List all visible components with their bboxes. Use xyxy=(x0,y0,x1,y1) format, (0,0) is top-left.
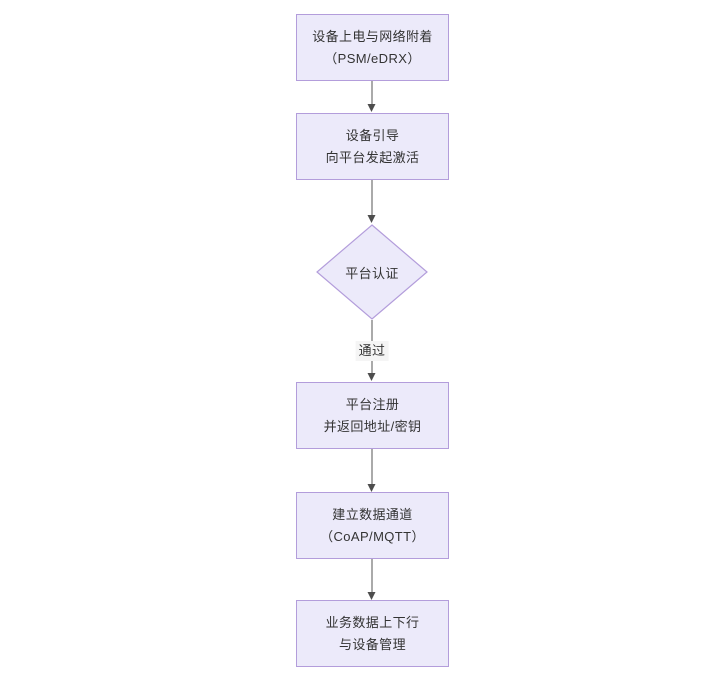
flow-node-line: 平台注册 xyxy=(345,396,400,412)
edge-label-pass: 通过 xyxy=(355,341,389,361)
connector-n1-n2 xyxy=(371,81,373,105)
flow-node-platform-authentication[interactable]: 平台认证 xyxy=(316,224,428,320)
connector-n2-n3 xyxy=(371,180,373,216)
flow-node-line: （CoAP/MQTT） xyxy=(320,528,425,544)
flow-node-line: 设备引导 xyxy=(345,127,400,143)
flow-node-line: 设备上电与网络附着 xyxy=(312,28,433,44)
flow-node-line: 平台认证 xyxy=(345,265,399,281)
flow-node-device-power-on[interactable]: 设备上电与网络附着 （PSM/eDRX） xyxy=(296,14,449,81)
connector-n5-n6 xyxy=(371,559,373,593)
flow-node-platform-registration[interactable]: 平台注册 并返回地址/密钥 xyxy=(296,382,449,449)
connector-n4-n5-ext xyxy=(371,449,373,484)
flow-node-line: 向平台发起激活 xyxy=(325,149,420,165)
arrowhead-n5-n6 xyxy=(367,592,376,600)
flow-node-line: 并返回地址/密钥 xyxy=(323,418,422,434)
arrowhead-n3-n4 xyxy=(367,373,376,381)
diamond-shape xyxy=(316,224,428,320)
flow-node-line: （PSM/eDRX） xyxy=(324,50,421,66)
flow-node-data-channel[interactable]: 建立数据通道 （CoAP/MQTT） xyxy=(296,492,449,559)
flow-node-device-bootstrap[interactable]: 设备引导 向平台发起激活 xyxy=(296,113,449,180)
flow-node-line: 建立数据通道 xyxy=(332,506,413,522)
arrowhead-n1-n2 xyxy=(367,104,376,112)
flow-node-line: 业务数据上下行 xyxy=(325,614,420,630)
flow-node-line: 与设备管理 xyxy=(338,636,406,652)
flow-node-business-data[interactable]: 业务数据上下行 与设备管理 xyxy=(296,600,449,667)
arrowhead-n2-n3 xyxy=(367,215,376,223)
arrowhead-n4-n5 xyxy=(367,484,376,492)
